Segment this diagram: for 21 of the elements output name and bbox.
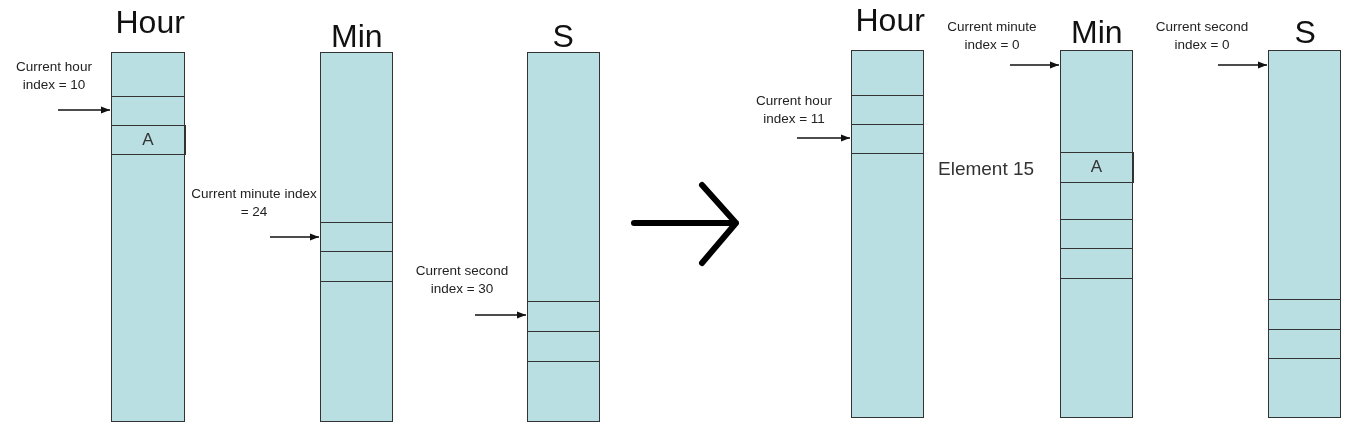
pointer-arrow <box>796 134 851 142</box>
pointer-arrow <box>474 311 527 319</box>
element-label: Element 15 <box>938 158 1035 180</box>
pointer-label: Current minute index = 0 <box>930 18 1054 65</box>
column-heading: S <box>552 20 574 52</box>
pointer-arrow <box>1217 61 1268 69</box>
pointer-label: Current second index = 0 <box>1138 18 1266 65</box>
pointer-arrow <box>1009 61 1060 69</box>
pointer-arrow <box>269 233 320 241</box>
slot-cell: A <box>1059 151 1134 183</box>
column-heading: Hour <box>115 6 185 38</box>
pointer-label: Current hour index = 11 <box>740 92 848 138</box>
slot-cell: A <box>110 124 186 155</box>
pointer-label: Current second index = 30 <box>398 262 526 315</box>
column-heading: Hour <box>855 4 925 36</box>
pointer-label: Current hour index = 10 <box>0 58 108 110</box>
column-heading: S <box>1294 16 1316 48</box>
column-heading: Min <box>331 20 383 52</box>
column-heading: Min <box>1071 16 1123 48</box>
pointer-label: Current minute index = 24 <box>190 185 318 237</box>
pointer-arrow <box>57 106 111 114</box>
